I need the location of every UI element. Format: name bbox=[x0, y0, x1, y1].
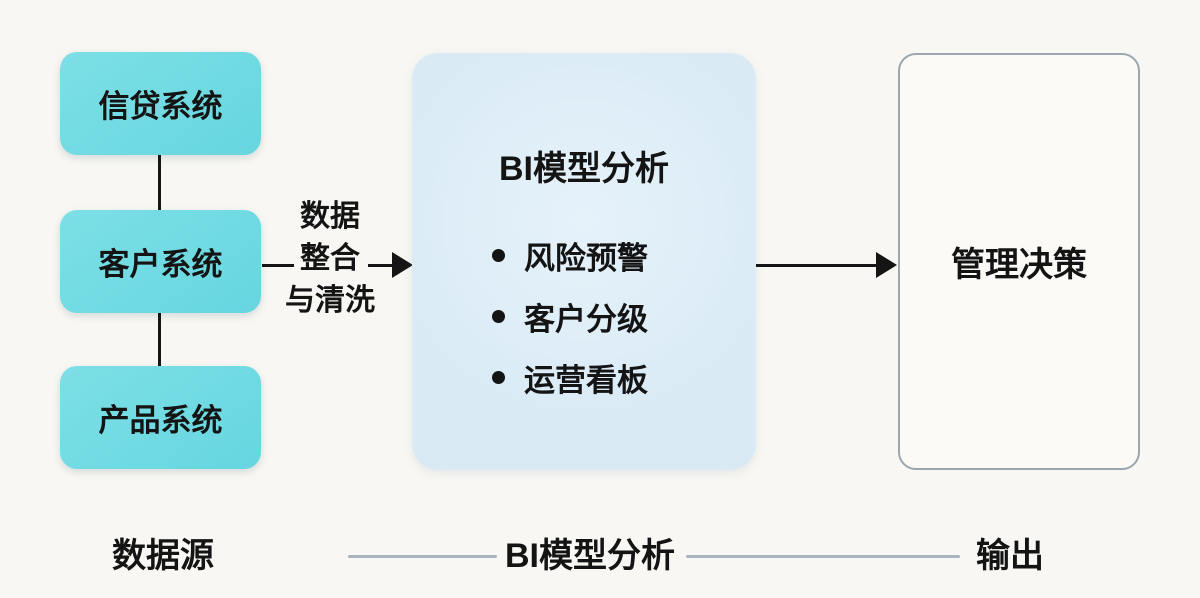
bi-bullet-item-customer-grading: 客户分级 bbox=[492, 296, 648, 337]
bi-analysis-panel: BI模型分析 风险预警 客户分级 运营看板 bbox=[412, 53, 756, 470]
footer-divider-line-1 bbox=[348, 555, 497, 558]
transform-label-line2: 整合 bbox=[300, 242, 360, 275]
source-box-label: 客户系统 bbox=[98, 247, 223, 282]
arrow-to-bi-head-icon bbox=[392, 252, 413, 278]
source-box-customer-system: 客户系统 bbox=[60, 210, 261, 313]
connector-line-vertical-1 bbox=[158, 155, 161, 210]
output-box-management-decision: 管理决策 bbox=[898, 53, 1140, 470]
bullet-dot-icon bbox=[492, 248, 505, 262]
arrow-to-output-head-icon bbox=[876, 252, 897, 278]
footer-label-bi-analysis: BI模型分析 bbox=[505, 537, 675, 575]
source-box-product-system: 产品系统 bbox=[60, 366, 261, 469]
arrow-to-output-line bbox=[756, 264, 878, 267]
output-box-label: 管理决策 bbox=[951, 246, 1087, 284]
transform-label-line1: 数据 bbox=[300, 200, 360, 233]
transform-label: 数据 整合 与清洗 bbox=[268, 196, 392, 322]
transform-label-line3: 与清洗 bbox=[285, 284, 375, 317]
arrow-to-bi-line bbox=[368, 264, 394, 267]
source-box-credit-system: 信贷系统 bbox=[60, 52, 261, 155]
bullet-dot-icon bbox=[492, 309, 505, 323]
source-box-label: 信贷系统 bbox=[98, 89, 223, 124]
footer-label-output: 输出 bbox=[976, 537, 1044, 575]
footer-label-data-sources: 数据源 bbox=[112, 537, 214, 575]
bullet-dot-icon bbox=[492, 370, 505, 384]
footer-divider-line-2 bbox=[686, 555, 960, 558]
bi-panel-title: BI模型分析 bbox=[499, 150, 669, 188]
connector-line-vertical-2 bbox=[158, 313, 161, 366]
bi-bullet-label: 运营看板 bbox=[524, 362, 648, 398]
source-box-label: 产品系统 bbox=[98, 403, 223, 438]
bi-bullet-item-ops-dashboard: 运营看板 bbox=[492, 357, 648, 398]
bi-bullet-item-risk-warning: 风险预警 bbox=[492, 235, 648, 276]
connector-line-stub bbox=[262, 264, 294, 267]
bi-bullet-label: 客户分级 bbox=[524, 301, 648, 337]
bi-bullet-label: 风险预警 bbox=[524, 240, 648, 276]
bi-panel-bullet-list: 风险预警 客户分级 运营看板 bbox=[492, 235, 648, 418]
